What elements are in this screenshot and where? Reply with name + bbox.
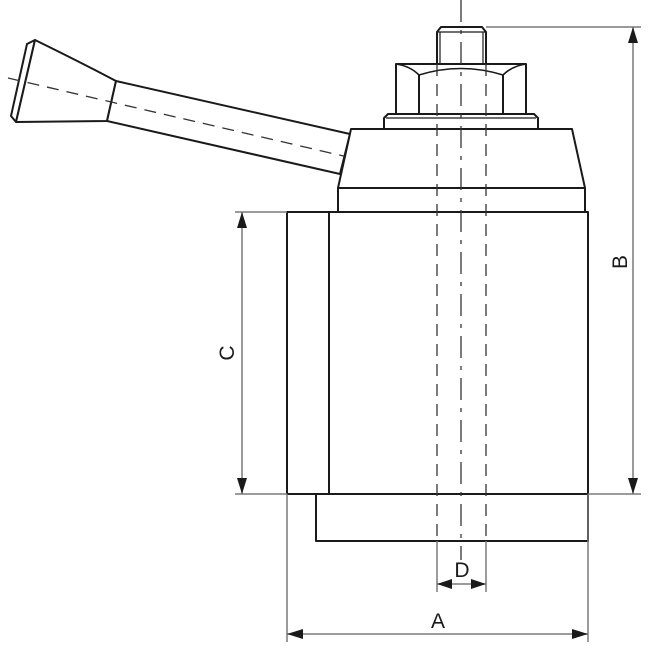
- dim-b-arrow-top: [628, 27, 638, 43]
- hex-nut-chamfer: [395, 63, 527, 76]
- dim-d-arrow-left: [437, 579, 452, 589]
- dim-b-label: B: [609, 255, 632, 269]
- dim-d-label: D: [454, 559, 469, 582]
- dim-c-arrow-bottom: [237, 478, 247, 494]
- dim-a-arrow-right: [572, 629, 588, 639]
- dim-a-arrow-left: [287, 629, 303, 639]
- dimension-b: B: [486, 26, 641, 495]
- dimension-a: A: [286, 494, 589, 642]
- dim-a-label: A: [431, 610, 445, 633]
- lever-shaft: [106, 80, 351, 175]
- dovetail-base: [315, 493, 589, 542]
- dim-c-arrow-top: [237, 212, 247, 228]
- dimension-c: C: [216, 211, 287, 495]
- dim-d-arrow-right: [471, 579, 486, 589]
- dim-b-arrow-bottom: [628, 478, 638, 494]
- lever-handle: [7, 39, 353, 175]
- dim-c-label: C: [216, 345, 239, 360]
- dimension-d: D: [436, 541, 487, 592]
